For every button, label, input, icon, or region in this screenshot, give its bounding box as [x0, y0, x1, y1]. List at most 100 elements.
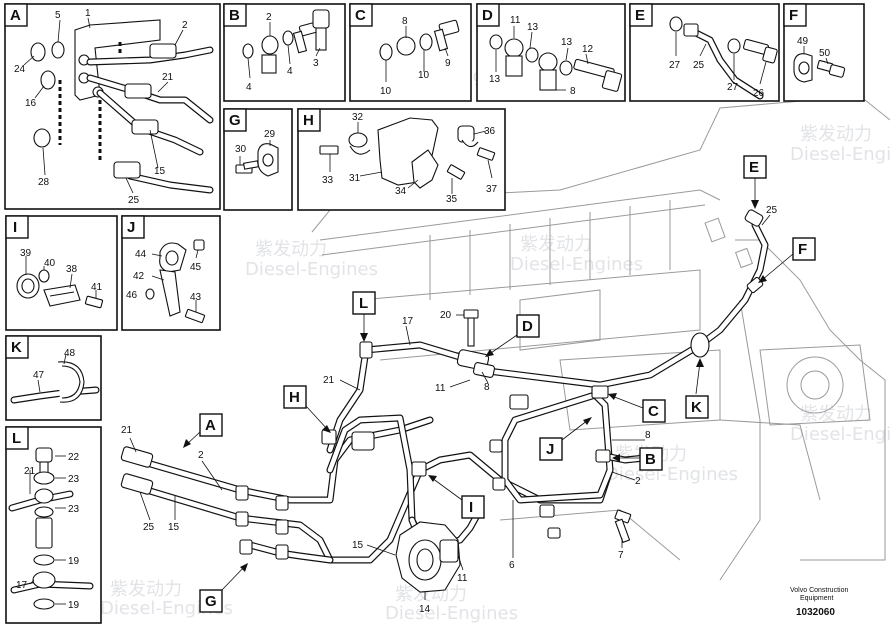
- callout-C: 9: [445, 58, 451, 69]
- watermark-text: 紫发动力: [800, 124, 872, 145]
- callout-I: 41: [91, 282, 103, 293]
- callout-I: 39: [20, 248, 32, 259]
- detail-label: G: [229, 112, 241, 129]
- callout-D: 8: [570, 86, 576, 97]
- main-callout: 14: [419, 604, 431, 615]
- callout-B: 2: [266, 12, 272, 23]
- main-callout: 7: [618, 550, 624, 561]
- view-tag-label: F: [798, 241, 807, 258]
- main-callout: 15: [352, 540, 364, 551]
- callout-A: 16: [25, 98, 37, 109]
- watermark-text: 紫发动力: [110, 579, 182, 600]
- view-tag-label: B: [645, 451, 656, 468]
- watermark-subtext: Diesel-Engines: [790, 424, 890, 445]
- view-tag-label: L: [359, 295, 368, 312]
- callout-I: 40: [44, 258, 56, 269]
- view-tag-A[interactable]: [199, 413, 223, 437]
- main-callout: 2: [635, 476, 641, 487]
- view-tag-K[interactable]: [685, 395, 709, 419]
- credit-line-1: Volvo Construction: [790, 587, 848, 594]
- callout-J: 43: [190, 292, 202, 303]
- callout-D: 13: [489, 74, 501, 85]
- view-tag-label: H: [289, 389, 300, 406]
- callout-C: 10: [418, 70, 430, 81]
- main-callout: 6: [509, 560, 515, 571]
- view-tag-J[interactable]: [539, 437, 563, 461]
- view-tag-G[interactable]: [199, 589, 223, 613]
- main-callout: 21: [323, 375, 335, 386]
- detail-label: L: [12, 430, 21, 447]
- watermark-subtext: Diesel-Engines: [385, 603, 518, 624]
- main-callout: 2: [198, 450, 204, 461]
- detail-label: B: [229, 7, 240, 24]
- view-tag-label: D: [522, 318, 533, 335]
- callout-E: 25: [693, 60, 705, 71]
- callout-C: 8: [402, 16, 408, 27]
- main-callout: 17: [402, 316, 414, 327]
- view-tag-label: I: [469, 499, 473, 516]
- footer: Volvo Construction Equipment 1032060: [790, 587, 848, 618]
- callout-H: 32: [352, 112, 364, 123]
- detail-box-C: C 8 10 10 9: [349, 3, 472, 102]
- callout-J: 45: [190, 262, 202, 273]
- detail-label: I: [13, 219, 17, 236]
- callout-J: 42: [133, 271, 145, 282]
- callout-H: 35: [446, 194, 458, 205]
- callout-J: 46: [126, 290, 138, 301]
- watermark-text: 紫发动力: [800, 404, 872, 425]
- view-tag-B[interactable]: [639, 447, 663, 471]
- callout-H: 31: [349, 173, 361, 184]
- callout-K: 48: [64, 348, 76, 359]
- callout-D: 11: [510, 15, 521, 26]
- main-callout: 21: [121, 425, 133, 436]
- view-tag-D[interactable]: [516, 314, 540, 338]
- main-pipe-assembly: [126, 221, 769, 564]
- callout-H: 36: [484, 126, 496, 137]
- detail-box-F: F 49 50: [783, 3, 865, 102]
- main-callout: 15: [168, 522, 180, 533]
- watermark-subtext: Diesel-Engines: [510, 254, 643, 275]
- main-callout: 11: [435, 383, 446, 394]
- callout-A: 25: [128, 195, 140, 206]
- detail-box-B: B 2 4 4 3: [223, 3, 346, 102]
- callout-B: 4: [287, 66, 293, 77]
- callout-I: 38: [66, 264, 78, 275]
- view-tag-label: E: [749, 159, 759, 176]
- callout-L: 19: [68, 556, 80, 567]
- callout-L: 21: [24, 466, 36, 477]
- view-tag-label: C: [648, 403, 659, 420]
- callout-E: 26: [753, 88, 765, 99]
- view-tag-L[interactable]: [352, 291, 376, 315]
- view-tag-label: G: [205, 593, 217, 610]
- callout-H: 34: [395, 186, 407, 197]
- view-tag-E[interactable]: [743, 155, 767, 179]
- view-tag-H[interactable]: [283, 385, 307, 409]
- detail-label: F: [789, 7, 798, 24]
- view-tag-label: K: [691, 399, 702, 416]
- callout-L: 23: [68, 504, 80, 515]
- callout-C: 10: [380, 86, 392, 97]
- watermark-subtext: Diesel-Engines: [790, 144, 890, 165]
- callout-A: 5: [55, 10, 61, 21]
- detail-box-H: H 32 36 33 31 34 35 37: [297, 108, 506, 211]
- main-callout: 25: [143, 522, 155, 533]
- detail-box-J: J 44 45 42 46 43: [121, 215, 221, 331]
- detail-label: K: [11, 339, 22, 356]
- document-number: 1032060: [796, 607, 835, 618]
- watermark-subtext: Diesel-Engines: [245, 259, 378, 280]
- detail-box-E: E 27 25 27 26: [629, 3, 780, 102]
- callout-A: 2: [182, 20, 188, 31]
- main-callout: 25: [766, 205, 778, 216]
- callout-H: 37: [486, 184, 498, 195]
- detail-label: C: [355, 7, 366, 24]
- credit-line-2: Equipment: [800, 595, 834, 602]
- view-tag-I[interactable]: [461, 495, 485, 519]
- callout-K: 47: [33, 370, 45, 381]
- main-leaders: [129, 214, 771, 600]
- view-tag-label: J: [546, 441, 554, 458]
- detail-box-L: L 22 21 23 23 19 17 19: [5, 426, 102, 624]
- view-tag-C[interactable]: [642, 399, 666, 423]
- view-tag-F[interactable]: [792, 237, 816, 261]
- callout-E: 27: [669, 60, 681, 71]
